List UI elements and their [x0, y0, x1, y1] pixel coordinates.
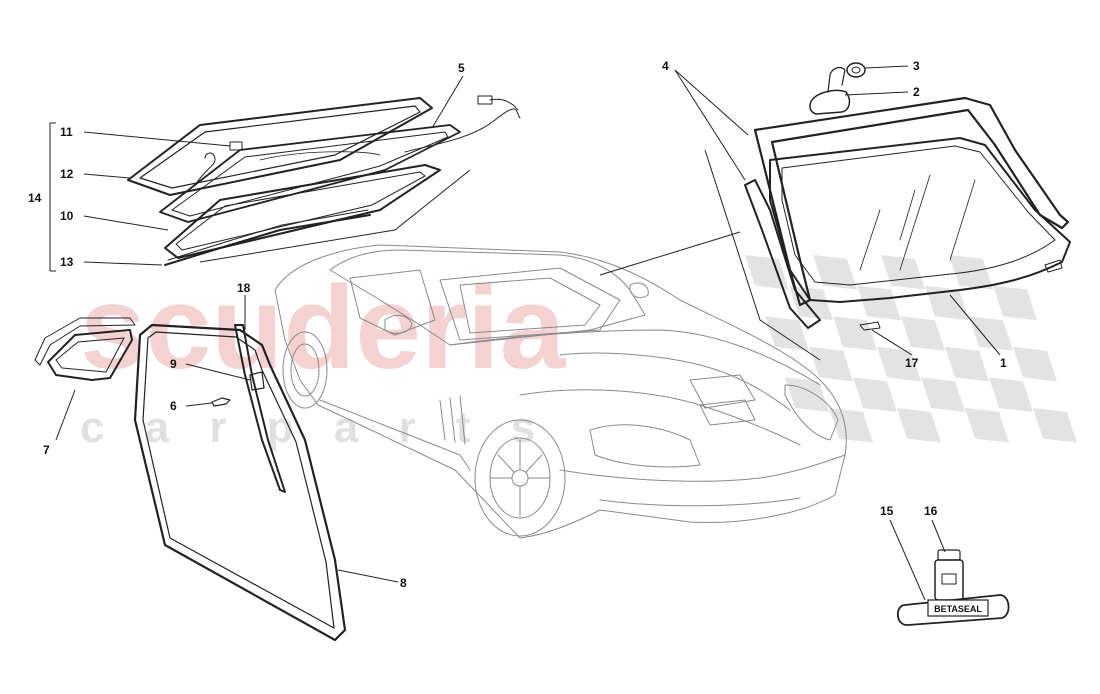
flag-square	[745, 255, 789, 290]
callout-16: 16	[924, 504, 938, 518]
flag-square	[949, 255, 993, 290]
flag-square	[925, 285, 969, 321]
flag-square	[829, 408, 873, 443]
flag-square	[969, 316, 1013, 351]
leader-lines	[49, 65, 1001, 601]
flag-square	[1033, 408, 1077, 443]
callout-6: 6	[170, 399, 177, 413]
flag-square	[989, 377, 1033, 412]
flag-square	[901, 316, 945, 351]
callout-1: 1	[1000, 356, 1007, 370]
flag-square	[877, 346, 921, 382]
flag-square	[965, 408, 1009, 443]
callout-15: 15	[880, 504, 894, 518]
sealant-kit: BETASEAL	[896, 549, 1010, 626]
flag-square	[897, 408, 941, 443]
door-glass-assembly	[34, 317, 347, 642]
flag-square	[921, 377, 965, 412]
callout-9: 9	[170, 357, 177, 371]
product-label-box	[927, 599, 989, 617]
flag-square	[813, 255, 857, 290]
callout-18: 18	[237, 281, 251, 295]
flag-square	[1013, 346, 1057, 382]
checkered-flag-watermark	[745, 255, 1077, 443]
callout-12: 12	[60, 167, 74, 181]
flag-square	[833, 316, 877, 351]
product-label: BETASEAL	[934, 604, 982, 614]
flag-square	[945, 346, 989, 382]
callout-numbers: 1 2 3 4 5 6 7 8 9 10 11 12 13 14 15 16 1…	[28, 59, 1007, 590]
car-outline	[274, 244, 847, 539]
callout-4: 4	[662, 59, 669, 73]
flag-square	[789, 285, 833, 321]
flag-square	[853, 377, 897, 412]
callout-7: 7	[43, 443, 50, 457]
watermark-sub-text: c a r p a r t s	[80, 403, 549, 452]
flag-square	[881, 255, 925, 290]
flag-square	[765, 316, 809, 351]
callout-8: 8	[400, 576, 407, 590]
callout-10: 10	[60, 209, 74, 223]
callout-13: 13	[60, 255, 74, 269]
callout-11: 11	[60, 125, 73, 139]
flag-square	[809, 346, 853, 382]
flag-square	[993, 285, 1037, 321]
callout-14: 14	[28, 191, 42, 205]
flag-square	[857, 285, 901, 321]
callout-3: 3	[913, 59, 920, 73]
callout-5: 5	[458, 61, 465, 75]
callout-17: 17	[905, 356, 919, 370]
callout-2: 2	[913, 85, 920, 99]
watermark: scuderia c a r p a r t s	[80, 255, 1077, 452]
windscreen-assembly	[744, 62, 1071, 331]
rear-window-assembly	[127, 95, 521, 266]
watermark-main-text: scuderia	[80, 262, 567, 394]
